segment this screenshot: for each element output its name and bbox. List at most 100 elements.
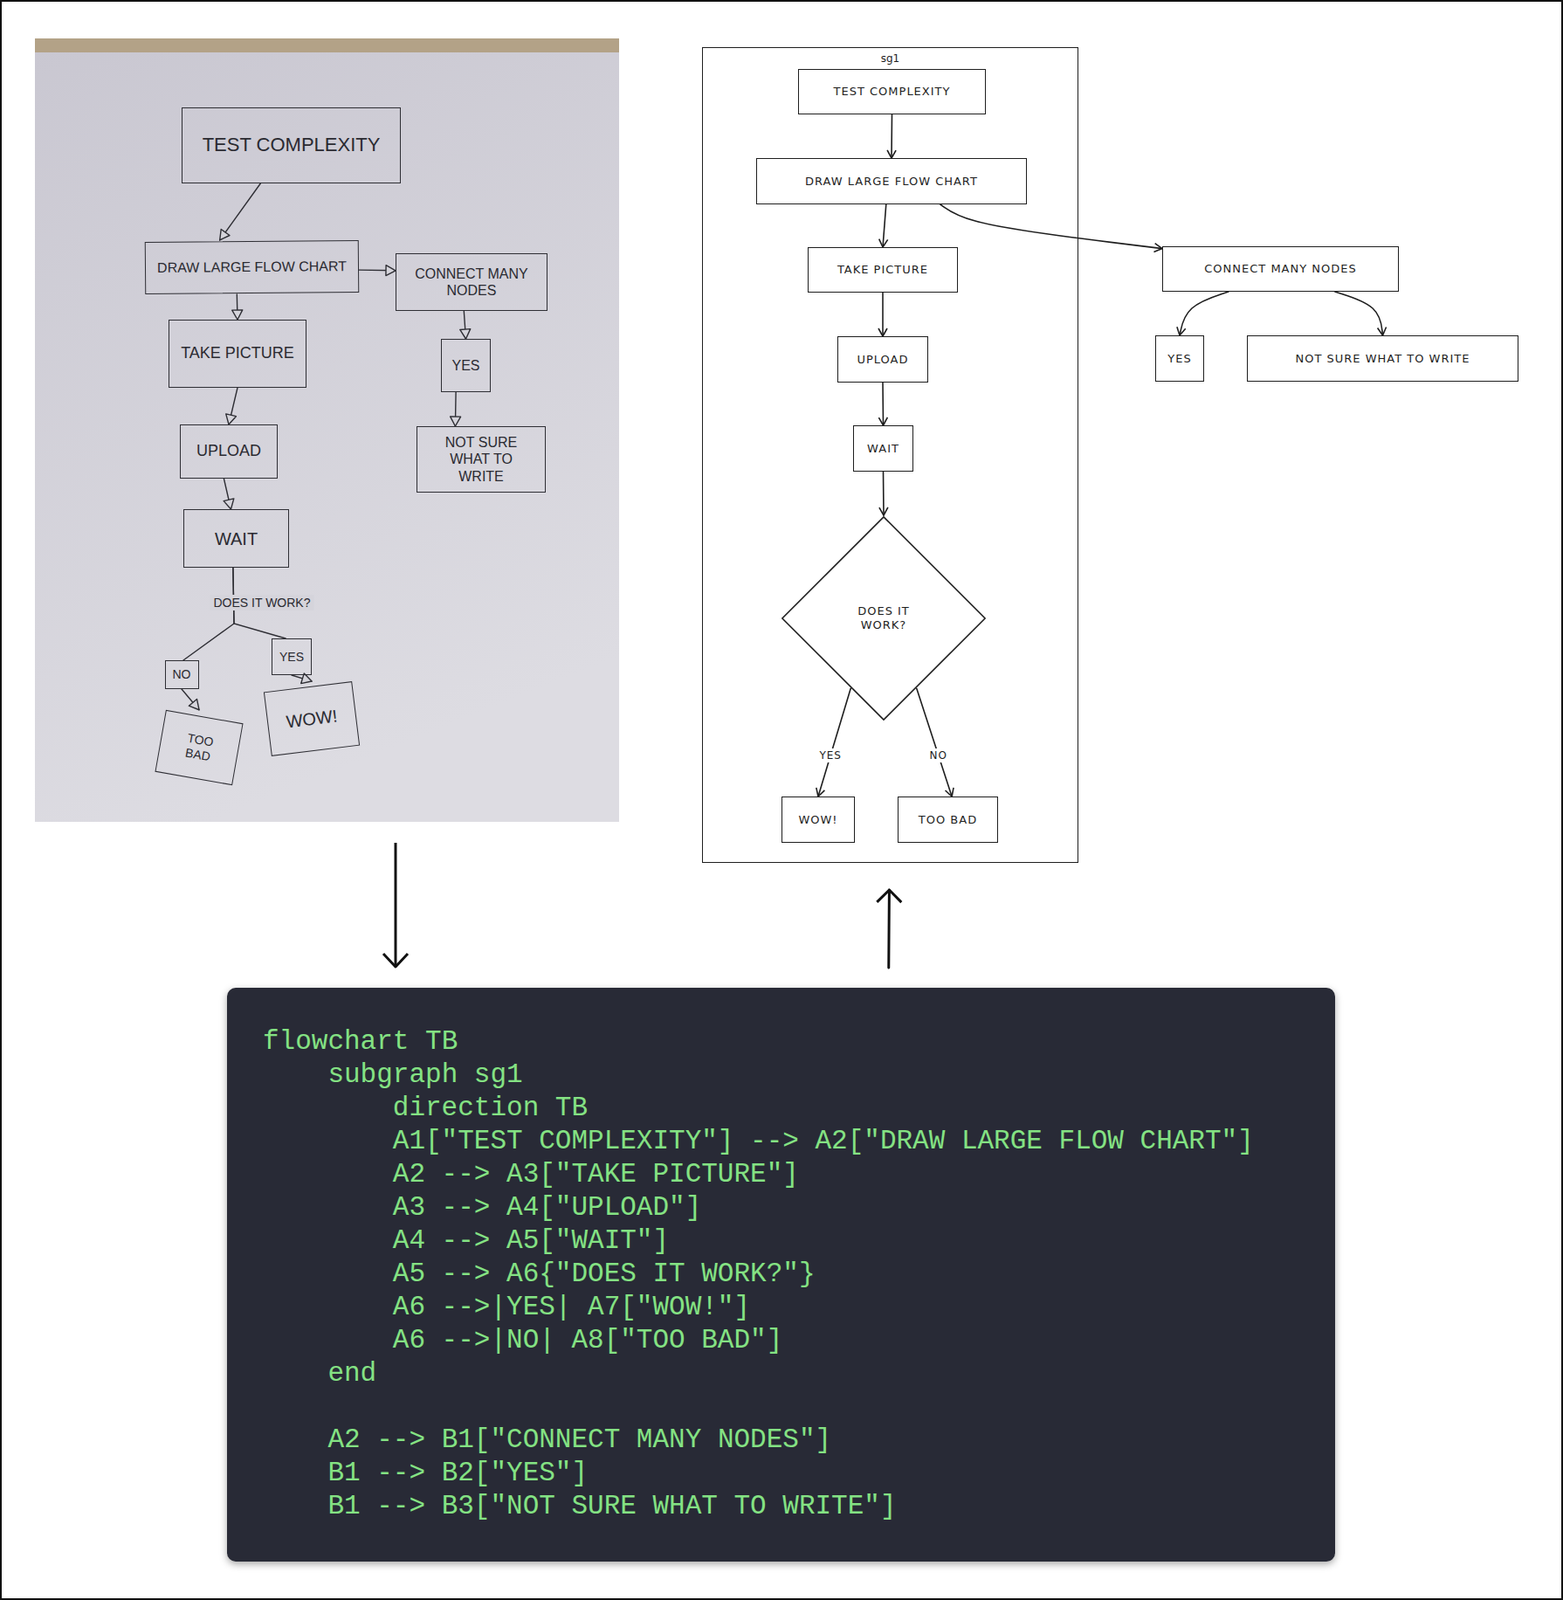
connector <box>879 204 889 248</box>
sketch-box: UPLOAD <box>179 424 278 479</box>
arrow-head <box>232 309 243 320</box>
node-text: WOW! <box>284 705 338 733</box>
node-text: TAKE PICTURE <box>837 262 929 277</box>
process-box: TEST COMPLEXITY <box>798 68 986 115</box>
connector-line <box>916 688 952 797</box>
diamond-shape <box>782 516 985 720</box>
process-box: YES <box>1155 335 1205 382</box>
node-text: CONNECT MANY NODES <box>410 265 533 299</box>
node-text: TAKE PICTURE <box>180 344 295 364</box>
connector <box>232 294 243 320</box>
connector-line <box>881 292 884 337</box>
annotation-label: DOES IT WORK? <box>210 594 315 611</box>
connector-line <box>890 114 893 159</box>
connector <box>226 387 238 425</box>
code-panel: flowchart TBsubgraph sg1direction TBA1["… <box>227 987 1336 1562</box>
node-text: YES <box>451 357 480 374</box>
sketch-box: WOW! <box>263 681 360 757</box>
arrow-head <box>876 889 902 902</box>
code-line: A5 --> A6{"DOES IT WORK?"} <box>262 1257 816 1291</box>
decision-diamond: DOES IT WORK? <box>780 515 987 722</box>
node-text: WAIT <box>867 441 900 456</box>
connector-line <box>881 382 884 426</box>
connector <box>1335 291 1387 336</box>
sketch-box: YES <box>440 338 491 393</box>
node-text: DRAW LARGE FLOW CHART <box>805 174 978 189</box>
connector <box>460 310 471 339</box>
node-text: DRAW LARGE FLOW CHART <box>157 257 347 276</box>
connector <box>1177 291 1229 336</box>
sketch-box: DRAW LARGE FLOW CHART <box>144 240 360 295</box>
connector <box>181 688 200 710</box>
photo-paper <box>34 38 620 822</box>
arrow-head <box>879 507 889 516</box>
code-line: flowchart TB <box>262 1025 458 1059</box>
connector <box>183 567 235 661</box>
process-box: DRAW LARGE FLOW CHART <box>756 158 1027 205</box>
process-box: UPLOAD <box>837 336 929 383</box>
sketch-box: WAIT <box>183 509 290 568</box>
connector <box>220 183 262 241</box>
arrow-head <box>879 239 889 248</box>
sketch-box: YES <box>271 638 312 675</box>
code-line: A2 --> B1["CONNECT MANY NODES"] <box>262 1423 832 1457</box>
connector-line <box>220 183 262 241</box>
connector-line <box>183 567 235 661</box>
photo-table-edge <box>34 38 620 53</box>
node-text: YES <box>1167 351 1192 366</box>
connector <box>223 478 235 510</box>
node-text: UPLOAD <box>196 441 262 462</box>
node-text: YES <box>279 649 304 665</box>
sketch-box: TOO BAD <box>154 709 243 786</box>
code-line: A6 -->|YES| A7["WOW!"] <box>262 1290 751 1324</box>
code-line: end <box>262 1356 377 1391</box>
process-box: TOO BAD <box>897 796 999 843</box>
code-line: B1 --> B2["YES"] <box>262 1456 588 1490</box>
arrow-head <box>385 265 396 276</box>
arrow-head <box>220 228 230 240</box>
node-text: TOO BAD <box>174 729 223 766</box>
connector-line <box>887 889 891 968</box>
arrow-head <box>1153 243 1163 253</box>
subgraph-frame: TEST COMPLEXITY DRAW LARGE FLOW CHART TAKE… <box>702 47 1079 863</box>
sketch-box: TEST COMPLEXITY <box>181 107 401 184</box>
arrow-head <box>945 787 955 797</box>
code-line: A4 --> A5["WAIT"] <box>262 1224 669 1258</box>
connector-line <box>940 204 1163 249</box>
connector <box>879 471 889 516</box>
connector <box>916 688 954 797</box>
arrow-head <box>450 416 462 427</box>
connector <box>450 392 462 427</box>
connector <box>358 265 396 276</box>
node-text: TEST COMPLEXITY <box>833 84 951 99</box>
code-line: A1["TEST COMPLEXITY"] --> A2["DRAW LARGE… <box>262 1124 1254 1158</box>
sketch-box: CONNECT MANY NODES <box>395 253 548 311</box>
node-text: CONNECT MANY NODES <box>1204 261 1357 276</box>
code-line: A3 --> A4["UPLOAD"] <box>262 1191 702 1225</box>
node-text: WOW! <box>798 812 838 827</box>
process-box: CONNECT MANY NODES <box>1162 246 1399 292</box>
connector <box>878 382 888 426</box>
connector <box>940 204 1163 252</box>
node-text: NOT SURE WHAT TO WRITE <box>428 433 534 485</box>
process-box: TAKE PICTURE <box>807 247 958 293</box>
node-text: UPLOAD <box>856 352 909 367</box>
node-text: NO <box>172 667 192 682</box>
arrow-head <box>878 417 888 426</box>
flow-arrow-line <box>394 842 398 966</box>
node-text: NOT SURE WHAT TO WRITE <box>1295 351 1471 366</box>
node-text: TOO BAD <box>918 812 978 827</box>
process-box: WAIT <box>853 425 914 472</box>
code-line: A2 --> A3["TAKE PICTURE"] <box>262 1157 799 1192</box>
code-line: B1 --> B3["NOT SURE WHAT TO WRITE"] <box>262 1489 897 1523</box>
flow-arrow-head <box>383 953 408 967</box>
connector <box>887 114 896 159</box>
code-line: A6 -->|NO| A8["TOO BAD"] <box>262 1323 783 1357</box>
code-line: subgraph sg1 <box>262 1058 524 1092</box>
arrow-head <box>460 329 471 339</box>
sketch-box: TAKE PICTURE <box>168 319 307 388</box>
process-box: NOT SURE WHAT TO WRITE <box>1246 335 1519 382</box>
